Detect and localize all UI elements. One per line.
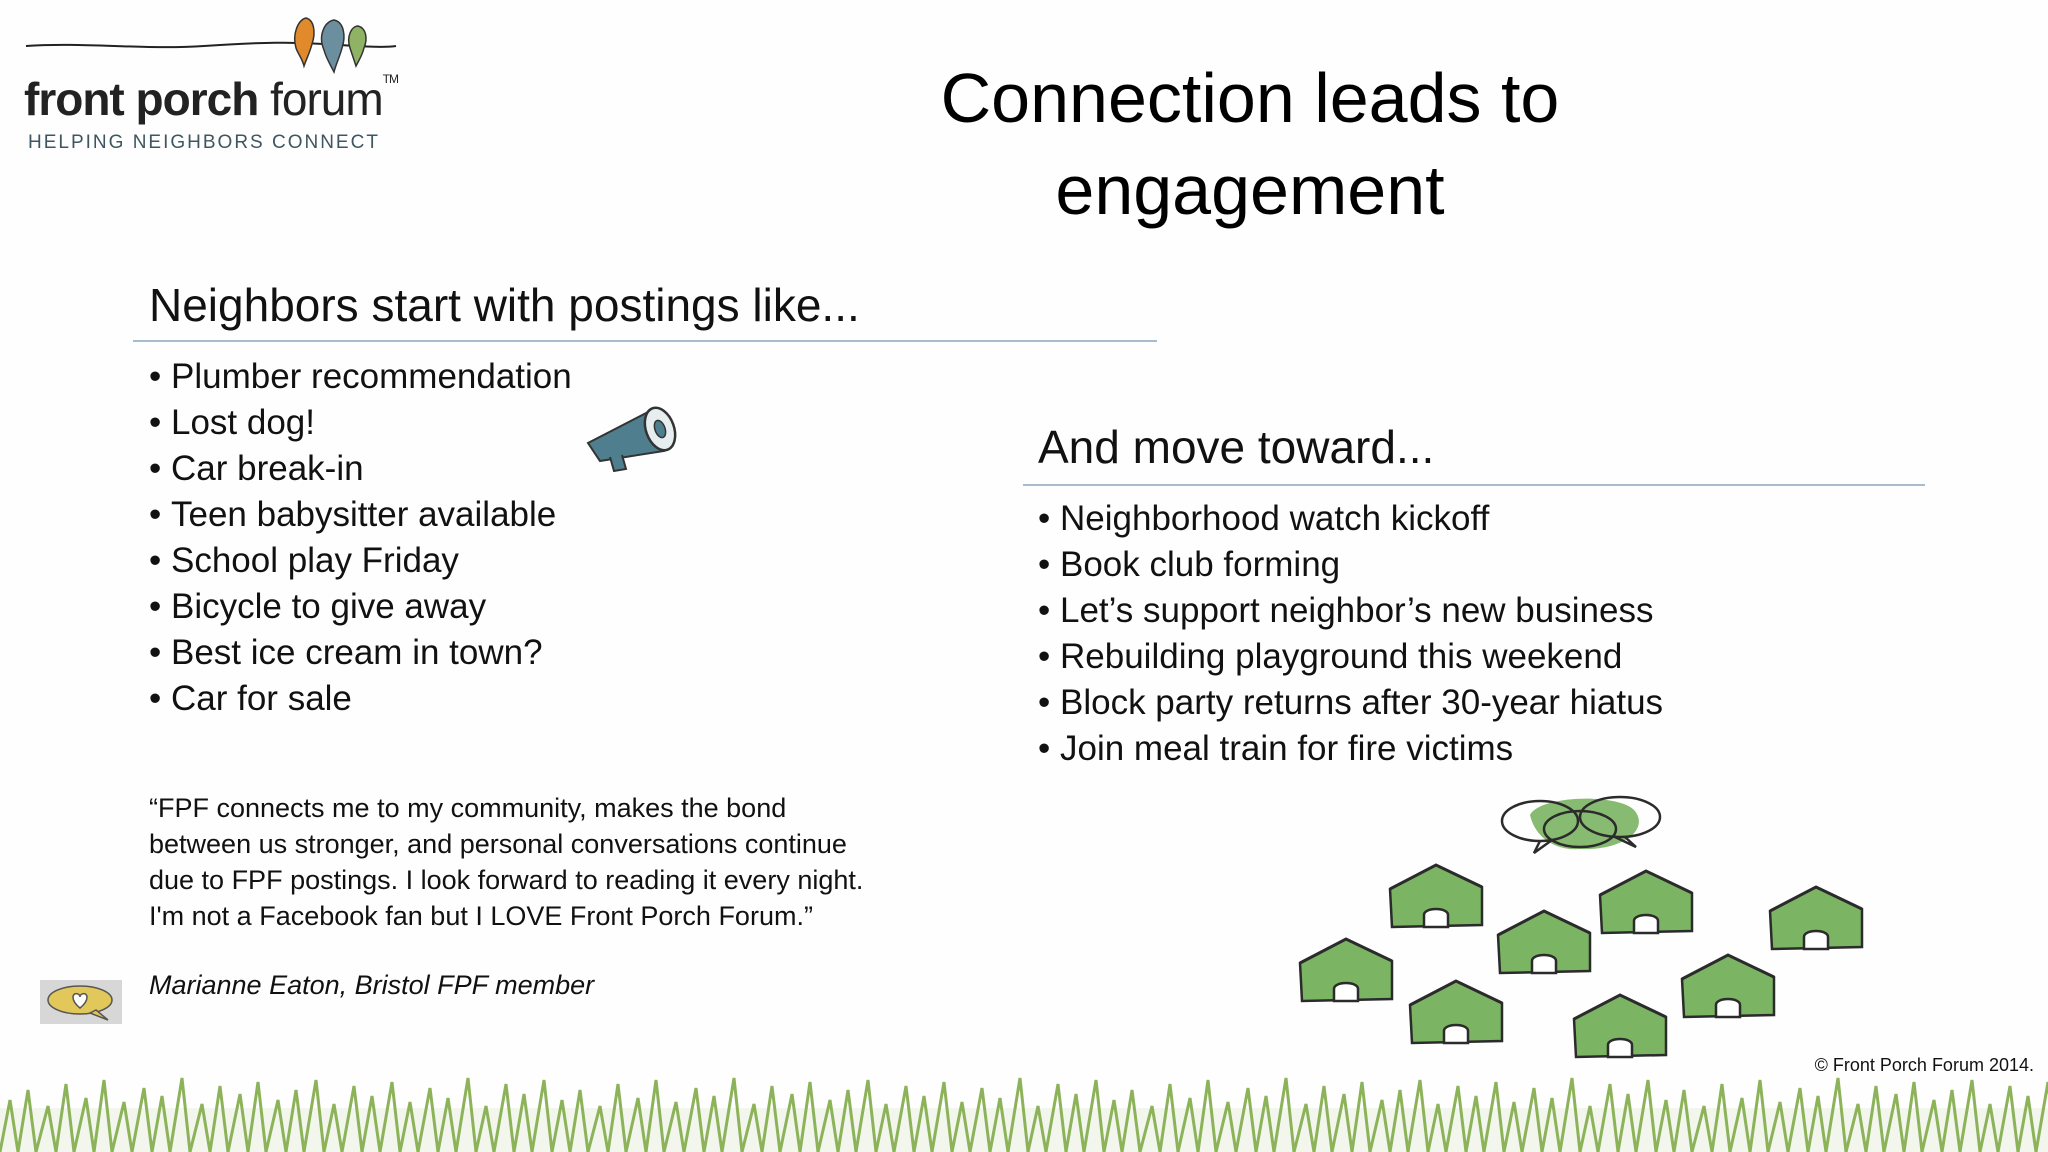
slide-title: Connection leads to engagement [850,52,1650,236]
list-item: Lost dog! [149,400,572,446]
right-bullet-list: Neighborhood watch kickoff Book club for… [1038,496,1663,772]
megaphone-icon [586,406,677,473]
grass-border [0,1076,2048,1152]
list-item: Book club forming [1038,542,1663,588]
logo-wordmark: front porch forumTM [24,72,399,125]
list-item: Rebuilding playground this weekend [1038,634,1663,680]
list-item: School play Friday [149,538,572,584]
list-item: Car for sale [149,676,572,722]
list-item: Teen babysitter available [149,492,572,538]
list-item: Block party returns after 30-year hiatus [1038,680,1663,726]
list-item: Car break-in [149,446,572,492]
birds-on-wire-icon [25,17,397,75]
copyright-notice: © Front Porch Forum 2014. [1814,1055,2034,1075]
testimonial-quote: “FPF connects me to my community, makes … [149,793,864,931]
list-item: Neighborhood watch kickoff [1038,496,1663,542]
list-item: Join meal train for fire victims [1038,726,1663,772]
list-item: Bicycle to give away [149,584,572,630]
slide-title-line-2: engagement [1055,151,1445,229]
list-item: Let’s support neighbor’s new business [1038,588,1663,634]
list-item: Best ice cream in town? [149,630,572,676]
heart-speech-bubble-icon [40,980,122,1024]
front-porch-forum-logo: front porch forumTM HELPING NEIGHBORS CO… [24,8,424,158]
neighborhood-houses-illustration [1298,795,1864,1059]
logo-tagline: HELPING NEIGHBORS CONNECT [28,132,380,153]
right-section-heading: And move toward... [1038,421,1435,473]
left-section-divider [133,340,1157,342]
right-section-divider [1023,484,1925,486]
left-bullet-list: Plumber recommendation Lost dog! Car bre… [149,354,572,722]
list-item: Plumber recommendation [149,354,572,400]
slide-title-line-1: Connection leads to [940,59,1560,137]
left-section-heading: Neighbors start with postings like... [149,279,860,331]
testimonial-attribution: Marianne Eaton, Bristol FPF member [149,970,595,1000]
